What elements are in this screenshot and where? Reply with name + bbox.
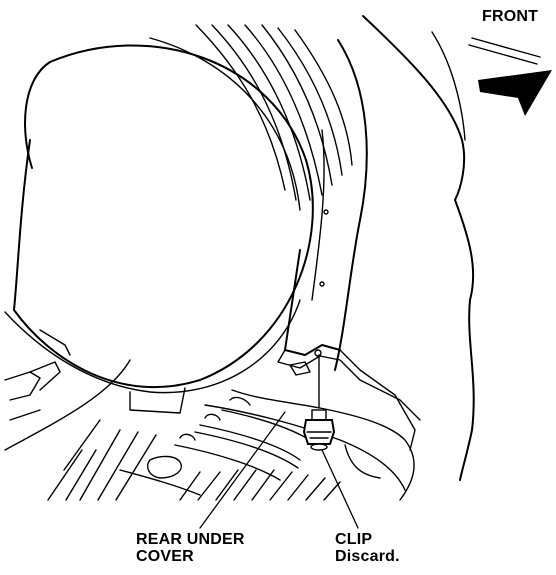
wheel [4,37,314,414]
clip-label-line2: Discard. [335,548,400,565]
body-panel [311,15,475,481]
front-arrow-icon [468,37,552,116]
rear-under-cover-label-line2: COVER [136,548,194,565]
leader-clip [321,449,359,529]
rear-under-cover-label-line1: REAR UNDER [136,531,245,548]
underbody-floor [4,329,406,501]
leader-lines [199,411,359,529]
rear-under-cover [231,249,421,501]
leader-rear-under-cover [199,411,286,529]
clip-icon [302,354,336,451]
front-label: FRONT [482,8,539,25]
clip-label-line1: CLIP [335,531,373,548]
wheel-arch-liner [195,24,353,201]
rear-under-cover-label: REAR UNDER COVER [136,531,245,565]
clip-label: CLIP Discard. [335,531,400,565]
